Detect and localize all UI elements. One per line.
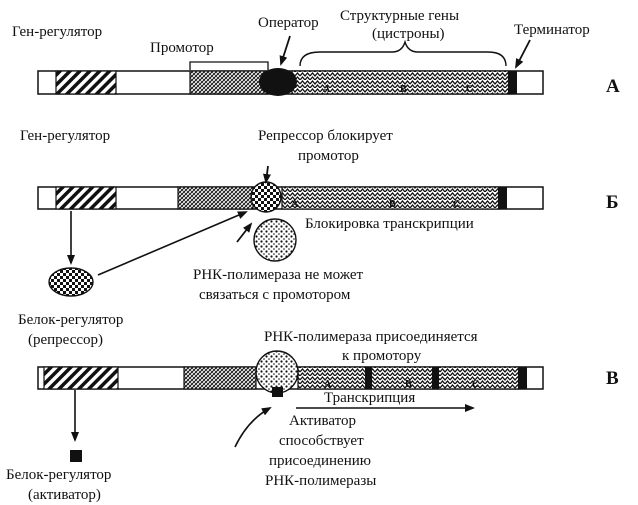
promoter-block-a [189,70,269,95]
gene-label-b: B [389,199,396,210]
repressor-blocks-label-line2: промотор [298,148,359,164]
activator-label-line4: РНК-полимеразы [265,473,376,489]
activator-binding-arrow [234,407,272,448]
cistron-divider-1 [365,367,372,389]
polymerase-blocked-arrow [236,222,253,243]
rna-polymerase-bound [255,350,299,394]
structural-genes-label-line2: (цистроны) [372,26,445,42]
regulator-gene-block-c [43,366,119,390]
gene-label-b: B [400,84,407,95]
gene-label-a: A [323,84,331,95]
activator-protein-label-line2: (активатор) [28,487,101,503]
panel-c: A B C РНК-полимераза присоединяется к пр… [6,329,619,503]
panel-a: A B C Ген-регулятор Промотор Оператор Ст… [12,8,620,97]
gene-label-c: C [472,379,479,390]
transcription-label: Транскрипция [324,390,415,406]
transcription-block-label: Блокировка транскрипции [305,216,474,232]
operator-label: Оператор [258,15,319,31]
regulator-gene-block-b [55,186,117,210]
gene-label-b: B [405,379,412,390]
operator-arrow [279,35,291,66]
regulator-gene-block-a [55,70,117,95]
promoter-bracket [189,61,269,70]
operator-oval [259,68,297,96]
repressor-blocks-label-line1: Репрессор блокирует [258,128,393,144]
promoter-block-b [177,186,254,210]
terminator-block-c [518,367,527,389]
cistron-divider-2 [432,367,439,389]
polymerase-attaches-label-line1: РНК-полимераза присоединяется [264,329,478,345]
promoter-label: Промотор [150,40,214,56]
activator-protein [70,450,82,462]
panel-b: A B C Ген-регулятор Репрессор блокирует … [18,128,619,348]
polymerase-cannot-label-line1: РНК-полимераза не может [193,267,364,283]
activator-label-line2: способствует [279,433,364,449]
structural-genes-brace [299,39,507,67]
gene-label-c: C [466,84,473,95]
repressor-blocks-arrow [263,165,271,184]
terminator-label: Терминатор [514,22,590,38]
rna-polymerase-blocked [253,218,297,262]
repressor-protein-label-line2: (репрессор) [28,332,103,348]
structural-genes-label-line1: Структурные гены [340,8,459,24]
panel-letter-b: Б [606,192,619,213]
gene-regulator-label-b: Ген-регулятор [20,128,110,144]
polymerase-attaches-label-line2: к промотору [342,348,422,364]
repressor-to-operator-arrow [97,211,248,276]
activator-on-dna [272,387,283,397]
gene-regulator-label-a: Ген-регулятор [12,24,102,40]
gene-label-a: A [324,379,332,390]
activator-protein-label-line1: Белок-регулятор [6,467,111,483]
gene-label-a: A [291,199,299,210]
panel-letter-a: А [606,76,620,97]
repressor-on-operator [250,181,282,213]
terminator-block-b [498,187,507,209]
polymerase-cannot-label-line2: связаться с промотором [199,287,351,303]
repressor-protein [48,267,94,297]
repressor-protein-label-line1: Белок-регулятор [18,312,123,328]
terminator-arrow [515,39,531,69]
promoter-block-c [183,366,257,390]
terminator-block-a [508,71,517,94]
activator-label-line1: Активатор [289,413,356,429]
activator-label-line3: присоединению [269,453,371,469]
gene-label-c: C [453,199,460,210]
panel-letter-c: В [606,368,619,389]
